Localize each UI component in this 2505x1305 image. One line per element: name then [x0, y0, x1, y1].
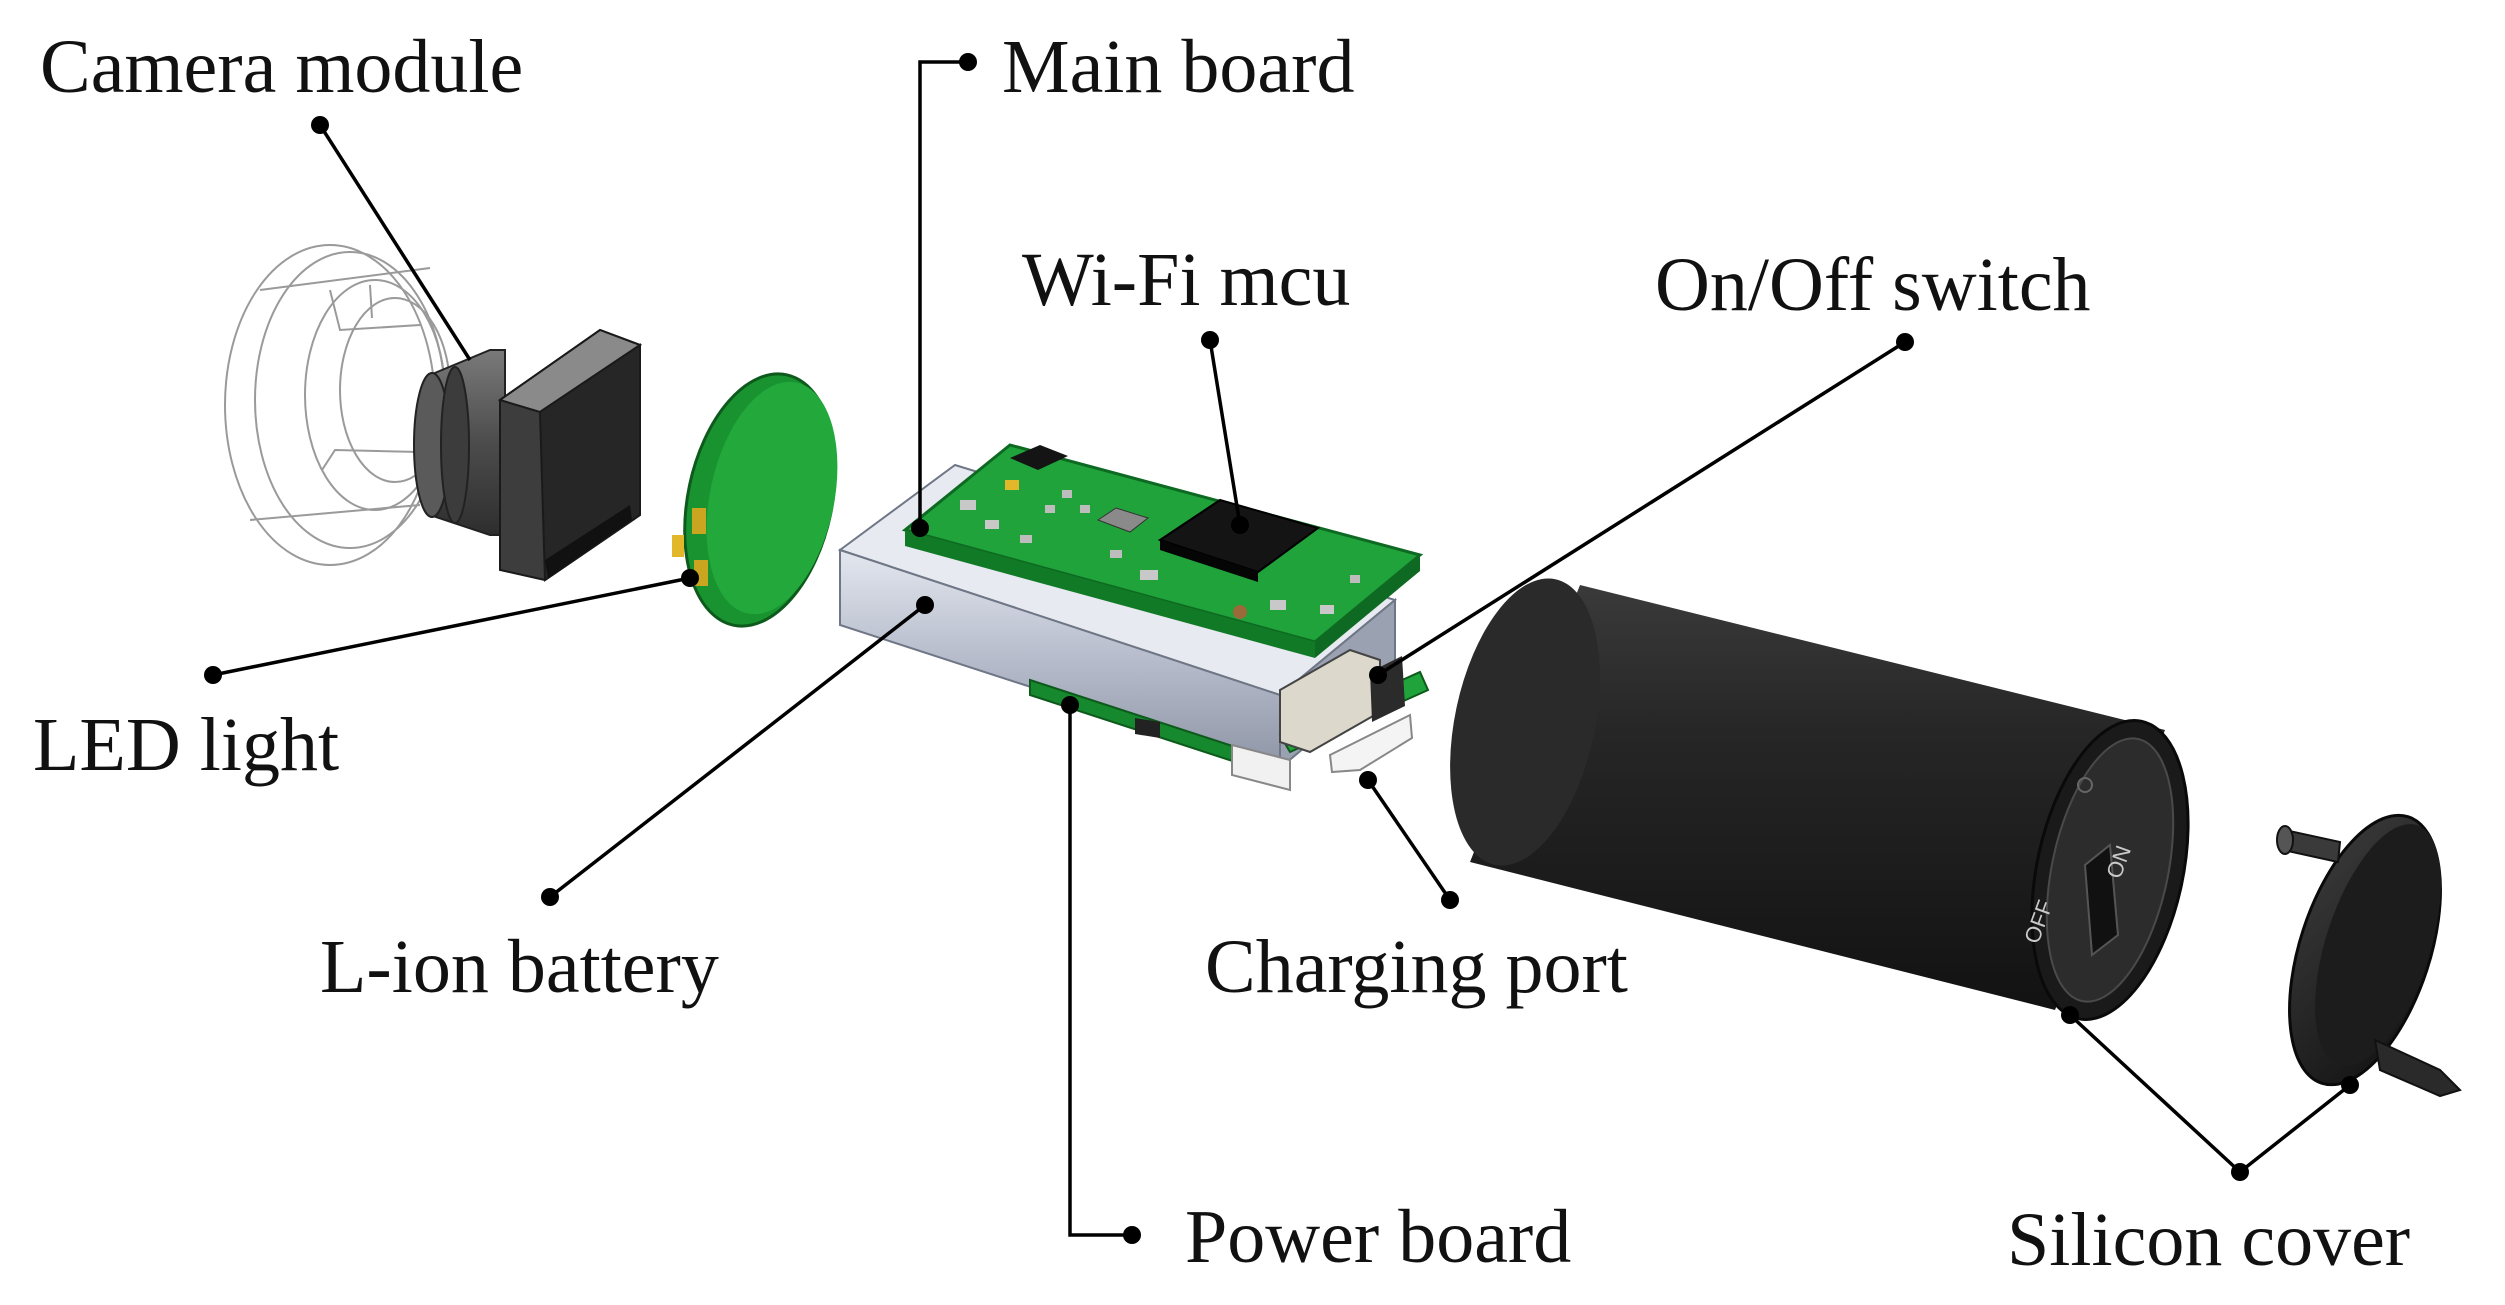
camera-lens: [413, 349, 506, 536]
leader-led-light: [212, 576, 691, 677]
leader-main-board: [918, 60, 968, 528]
leader-charging-port: [1366, 779, 1452, 901]
label-onoff-switch: On/Off switch: [1655, 243, 2091, 327]
leader-wifi-mcu: [1208, 339, 1242, 526]
charging-port-part: [1231, 713, 1414, 792]
label-wifi-mcu: Wi-Fi mcu: [1022, 238, 1350, 322]
label-led-light: LED light: [33, 703, 339, 787]
housing-cylinder: OFF ON: [1450, 578, 2190, 1021]
led-light-board: [672, 372, 838, 628]
label-liion-battery: L-ion battery: [320, 925, 719, 1009]
smd-components: [960, 445, 1360, 619]
wifi-mcu-chip: [1157, 498, 1321, 582]
leader-onoff-switch: [1377, 340, 1906, 677]
component-labels: Camera module Main board Wi-Fi mcu On/Of…: [33, 25, 2410, 1282]
leader-battery: [548, 603, 927, 899]
camera-sensor-block: [497, 328, 643, 582]
label-charging-port: Charging port: [1205, 925, 1628, 1009]
camera-module: [224, 244, 643, 582]
main-board-pcb: [901, 443, 1424, 658]
label-main-board: Main board: [1002, 25, 1354, 109]
label-silicon-cover: Silicon cover: [2007, 1198, 2410, 1282]
label-power-board: Power board: [1185, 1195, 1571, 1279]
label-camera-module: Camera module: [40, 25, 523, 109]
silicon-end-cover: [2276, 813, 2462, 1098]
leader-camera-module: [318, 124, 472, 361]
leader-power-board: [1068, 705, 1132, 1237]
leader-lines: [204, 53, 2359, 1244]
